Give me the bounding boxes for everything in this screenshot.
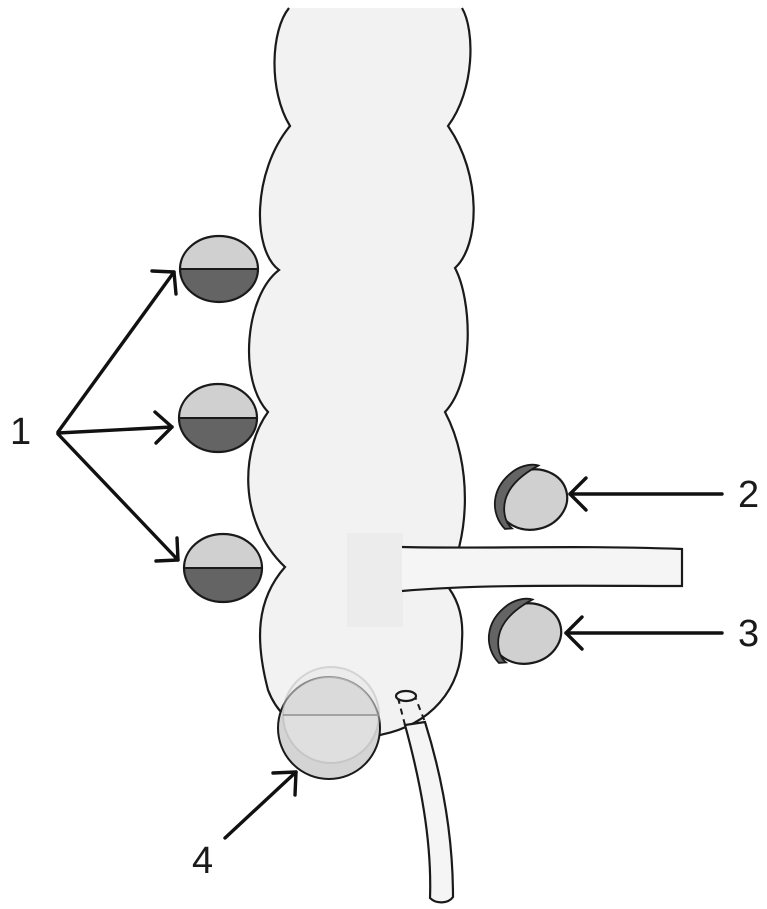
label-4: 4 (192, 840, 213, 882)
stone-1-middle (177, 382, 259, 454)
arrow-2 (568, 476, 724, 512)
stone-1-bottom (182, 532, 264, 604)
arrow-3 (564, 615, 724, 651)
horizontal-tube (401, 545, 684, 593)
tube-base (347, 533, 403, 627)
arrow-1-top (56, 269, 178, 434)
stone-4 (277, 666, 381, 780)
arrow-1-middle (56, 410, 174, 445)
drain-tube-opening (394, 689, 418, 703)
label-2: 2 (738, 474, 759, 516)
arrow-1-bottom (56, 432, 180, 563)
stone-2 (493, 463, 569, 531)
label-1: 1 (10, 411, 31, 453)
label-3: 3 (738, 613, 759, 655)
organ-body (247, 7, 475, 740)
stone-3 (487, 597, 563, 665)
arrow-4 (223, 770, 298, 840)
stone-1-top (178, 234, 260, 304)
drain-tube (403, 720, 455, 904)
